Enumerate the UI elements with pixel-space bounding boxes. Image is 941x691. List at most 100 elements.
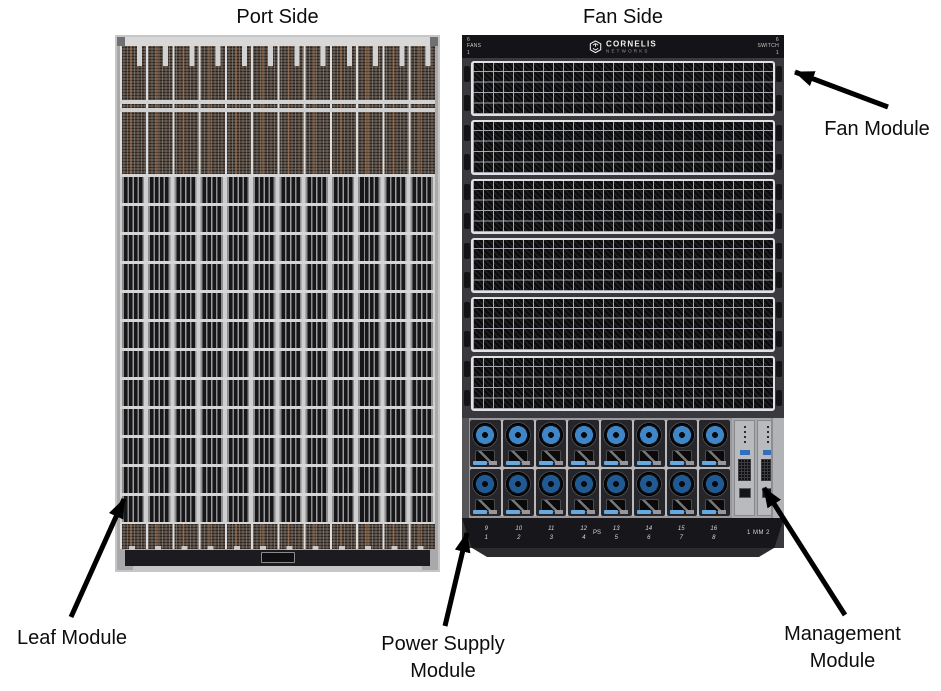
psu-fan-icon: [570, 422, 597, 448]
psu-fan-icon: [636, 471, 663, 497]
psu-latch: [473, 510, 497, 514]
mm-vent-mesh: [761, 459, 774, 481]
cornelis-logo-icon: [589, 40, 602, 53]
slot-num-top: 12: [580, 525, 588, 532]
psu-fan-icon: [570, 471, 597, 497]
fan-numbering-left-bottom: 1: [467, 49, 471, 56]
power-supply-module: [699, 420, 730, 467]
mm-vent-mesh: [738, 459, 751, 481]
fan-module: [464, 297, 782, 352]
psu-ac-inlet: [639, 450, 660, 463]
power-supply-module: [470, 420, 501, 467]
port-bottom-lip: [133, 566, 422, 572]
psu-fan-icon: [668, 422, 695, 448]
fan-module-label: Fan Module: [824, 118, 930, 140]
psu-fan-icon: [505, 471, 532, 497]
psu-fan-icon: [537, 422, 564, 448]
psu-fan-icon: [472, 422, 499, 448]
psu-latch: [505, 461, 530, 465]
power-supply-label-line2: Module: [410, 660, 476, 682]
management-module-label: Management Module: [775, 621, 910, 675]
psu-latch: [669, 510, 694, 514]
switch-numbering-bottom: 1: [775, 49, 779, 56]
power-supply-module: [601, 469, 632, 516]
fan-tray-stack: [462, 58, 784, 418]
psu-ac-inlet: [508, 450, 529, 463]
fan-module-arrow: [794, 69, 889, 110]
mm-led-column: [743, 426, 746, 446]
port-top-rail: [117, 37, 438, 46]
psu-latch: [636, 461, 661, 465]
psu-ac-inlet: [606, 499, 627, 512]
mm-ethernet-port: [738, 488, 751, 498]
slot-num-bottom: 2: [517, 534, 521, 541]
power-supply-module: [633, 420, 665, 467]
leaf-module-vent-bottom: [120, 524, 435, 549]
psu-ac-inlet: [475, 499, 496, 512]
mm-usb-port: [739, 450, 750, 455]
slot-num-bottom: 7: [679, 534, 683, 541]
psu-fan-icon: [472, 471, 499, 497]
slot-num-bottom: 6: [647, 534, 651, 541]
slot-num-top: 14: [645, 525, 653, 532]
psu-latch: [669, 461, 694, 465]
fan-numbering-left: 6 FANS 1: [467, 37, 481, 56]
fan-module: [464, 61, 782, 116]
psu-latch: [571, 510, 596, 514]
switch-numbering-right: 6 SWITCH 1: [757, 37, 779, 56]
psu-fan-icon: [636, 422, 663, 448]
port-cage-grid: [120, 174, 435, 524]
leaf-module-array: [120, 46, 435, 549]
power-supply-module: [601, 420, 632, 467]
brand-text: CORNELIS NETWORKS: [606, 39, 657, 54]
fan-side-chassis: 6 FANS 1 CORNELIS NETWORKS 6 SWITCH 1: [462, 35, 784, 548]
slot-num-top: 11: [548, 525, 555, 532]
leaf-module-vent-top: [120, 46, 435, 174]
mm-strip-label: 1 MM 2: [746, 530, 770, 536]
slot-num-bottom: 4: [582, 534, 586, 541]
power-supply-module: [535, 469, 567, 516]
power-supply-module: [666, 420, 698, 467]
port-bottom-panel: [125, 550, 430, 566]
empty-bay: [771, 418, 784, 518]
power-supply-module: [568, 469, 599, 516]
power-supply-module-label: Power Supply Module: [375, 631, 511, 685]
psu-ac-inlet: [508, 499, 529, 512]
fan-side-title: Fan Side: [582, 6, 664, 28]
slot-num-bottom: 8: [712, 534, 716, 541]
fan-chassis-base: [472, 548, 774, 557]
power-supply-module: [470, 469, 501, 516]
psu-latch: [571, 461, 596, 465]
slot-num-bottom: 1: [484, 534, 488, 541]
power-supply-module: [535, 420, 567, 467]
port-side-title: Port Side: [236, 6, 319, 28]
psu-latch: [636, 510, 661, 514]
psu-section: [462, 418, 784, 518]
management-label-line2: Module: [809, 650, 876, 672]
switch-numbering-top: 6: [775, 37, 779, 44]
power-supply-module: [568, 420, 599, 467]
switch-numbering-label: SWITCH: [757, 43, 779, 50]
psu-latch: [505, 510, 530, 514]
slot-num-top: 16: [710, 525, 718, 532]
management-module: [734, 420, 755, 516]
fan-numbering-left-label: FANS: [467, 43, 482, 50]
psu-fan-icon: [701, 422, 728, 448]
power-supply-module: [502, 420, 534, 467]
psu-ac-inlet: [639, 499, 660, 512]
psu-latch: [604, 461, 628, 465]
ps-strip-label: PS: [593, 530, 602, 536]
fan-numbering-left-top: 6: [467, 37, 471, 44]
power-supply-module: [633, 469, 665, 516]
power-supply-module: [699, 469, 730, 516]
psu-latch: [473, 461, 497, 465]
